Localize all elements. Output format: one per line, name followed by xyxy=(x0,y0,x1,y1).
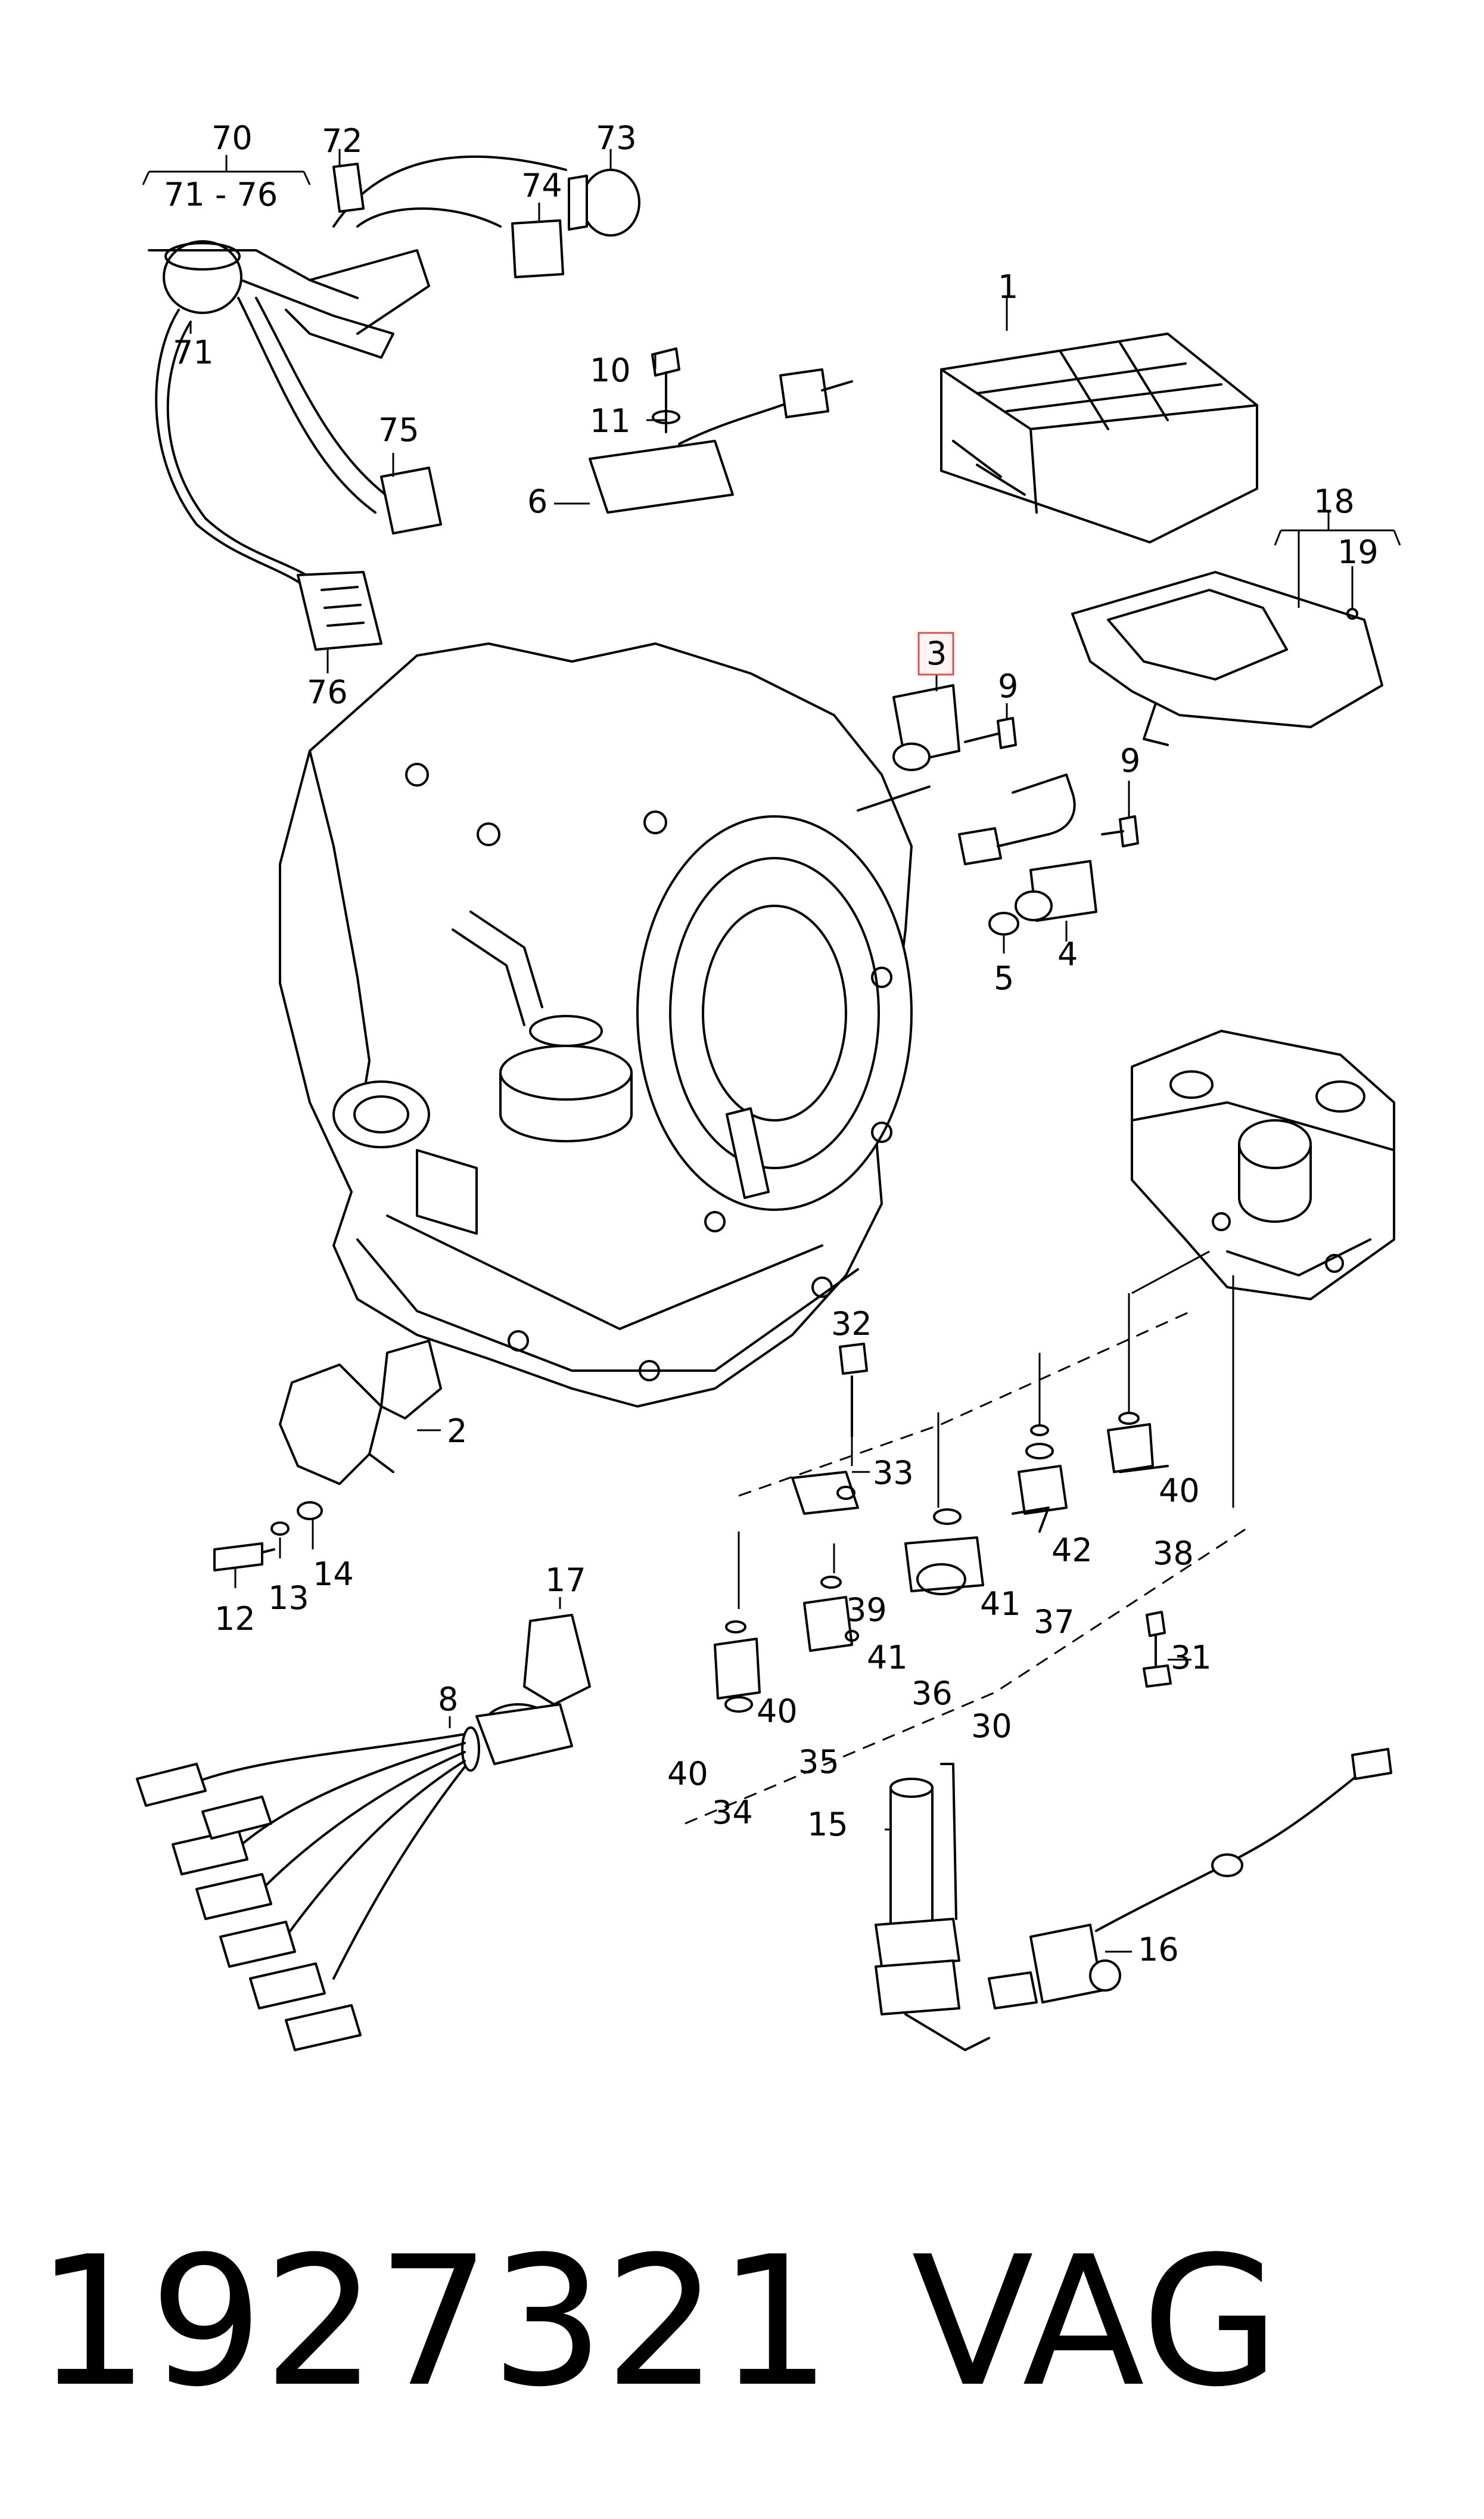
label-76: 76 xyxy=(307,673,348,711)
label-42: 42 xyxy=(1051,1532,1093,1569)
label-38: 38 xyxy=(1153,1535,1194,1572)
label-19: 19 xyxy=(1337,533,1379,571)
label-17: 17 xyxy=(545,1561,586,1599)
label-72: 72 xyxy=(322,122,363,160)
transmission-housing xyxy=(279,642,931,1408)
gasket-18-19 xyxy=(1071,571,1383,746)
label-12: 12 xyxy=(214,1600,256,1638)
label-9b: 9 xyxy=(1120,742,1140,779)
sensor-16 xyxy=(988,1748,1392,2009)
label-11: 11 xyxy=(590,402,631,440)
solenoid-valves xyxy=(685,1250,1252,1825)
part-number: 1927321 xyxy=(36,2218,832,2426)
label-13: 13 xyxy=(268,1579,309,1617)
label-2: 2 xyxy=(447,1412,467,1450)
label-16: 16 xyxy=(1138,1931,1179,1968)
sensor-4 xyxy=(958,774,1139,936)
label-74: 74 xyxy=(521,167,562,204)
label-31: 31 xyxy=(1171,1639,1212,1676)
control-unit-1 xyxy=(940,333,1258,543)
valve-body xyxy=(1131,1030,1395,1300)
highlight-box-3 xyxy=(917,632,954,676)
label-30: 30 xyxy=(971,1707,1012,1745)
label-34: 34 xyxy=(712,1794,753,1831)
label-41a: 41 xyxy=(980,1585,1021,1623)
sensor-harness-8-17 xyxy=(136,1614,591,2051)
label-40b: 40 xyxy=(757,1692,798,1730)
label-36: 36 xyxy=(911,1675,953,1712)
label-73: 73 xyxy=(596,119,637,157)
leader-lines xyxy=(142,149,1401,1953)
callout-labels: 70 71 - 76 72 73 74 71 75 76 10 11 6 1 1… xyxy=(164,119,1379,1968)
label-41b: 41 xyxy=(867,1639,908,1676)
label-39: 39 xyxy=(846,1591,887,1629)
label-6: 6 xyxy=(527,483,547,520)
bracket-6-10-11 xyxy=(589,347,853,514)
label-37: 37 xyxy=(1034,1603,1075,1641)
label-15: 15 xyxy=(807,1806,848,1843)
label-1: 1 xyxy=(998,268,1018,306)
label-8: 8 xyxy=(438,1681,458,1718)
label-3: 3 xyxy=(926,635,947,672)
label-9a: 9 xyxy=(998,667,1018,705)
label-18: 18 xyxy=(1314,483,1355,520)
label-32: 32 xyxy=(831,1305,872,1343)
cover-2 xyxy=(213,1340,442,1571)
label-14: 14 xyxy=(313,1555,354,1593)
brand-name: VAG xyxy=(911,2218,1280,2426)
label-35: 35 xyxy=(798,1743,839,1781)
label-33: 33 xyxy=(873,1454,914,1492)
label-10: 10 xyxy=(590,352,631,389)
label-75: 75 xyxy=(378,411,419,449)
pipe-15 xyxy=(875,1763,990,2051)
label-4: 4 xyxy=(1057,936,1078,973)
wiring-harness-70-76 xyxy=(148,155,640,651)
sensor-3 xyxy=(892,684,1017,771)
label-71: 71 xyxy=(173,334,214,371)
label-5: 5 xyxy=(994,959,1014,997)
label-40a: 40 xyxy=(1159,1472,1200,1509)
label-40c: 40 xyxy=(667,1755,708,1793)
label-71-76: 71 - 76 xyxy=(164,176,278,213)
label-70: 70 xyxy=(211,119,253,157)
